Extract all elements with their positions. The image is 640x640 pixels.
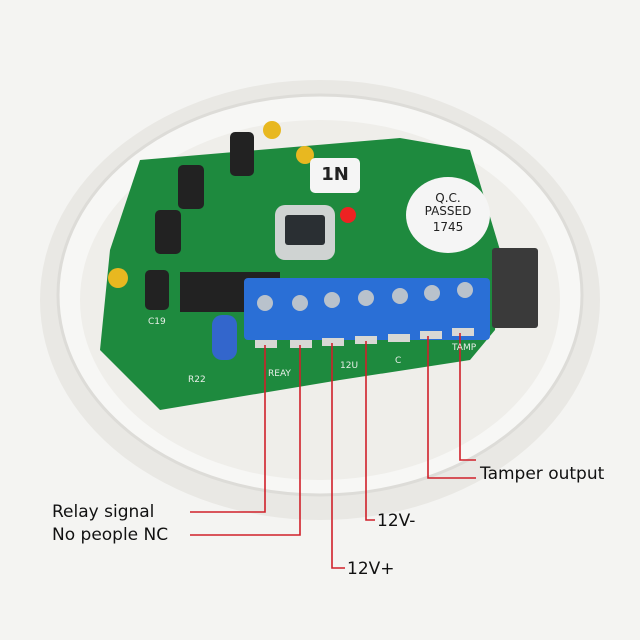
no-people-nc-line	[190, 345, 301, 536]
terminal-block	[244, 278, 490, 348]
silk-r22: R22	[188, 375, 206, 385]
qc-sticker: Q.C. PASSED 1745	[412, 192, 484, 234]
qc-line1: Q.C.	[435, 191, 461, 205]
qc-number: 1745	[432, 220, 464, 235]
silk-12v: 12U	[340, 361, 359, 371]
model-sticker: 1N	[321, 164, 349, 185]
model-sticker-bg	[310, 158, 360, 193]
label-no-people-nc: No people NC	[52, 525, 169, 545]
relay-signal-line	[190, 345, 266, 513]
silk-c19: C19	[148, 317, 166, 327]
tamper-line-2	[459, 333, 476, 461]
qc-line2: PASSED	[424, 203, 472, 218]
varistor	[212, 315, 237, 360]
12v-plus-line	[331, 343, 345, 569]
label-12v-minus: 12V-	[377, 511, 416, 531]
qc-sticker-bg	[406, 177, 490, 253]
silk-tamper: TAMP	[452, 343, 477, 353]
label-tamper-output: Tamper output	[480, 464, 605, 484]
silk-relay: REAY	[268, 369, 291, 379]
label-12v-plus: 12V+	[347, 559, 395, 579]
capacitors	[145, 132, 254, 310]
tamper-switch	[492, 248, 538, 328]
silk-common: C	[395, 356, 402, 366]
12v-minus-line	[365, 341, 375, 521]
led	[340, 207, 356, 223]
ceramic-capacitors	[108, 121, 314, 288]
label-relay-signal: Relay signal	[52, 502, 155, 522]
annotation-lines	[190, 333, 476, 569]
tamper-line-1	[427, 336, 476, 479]
